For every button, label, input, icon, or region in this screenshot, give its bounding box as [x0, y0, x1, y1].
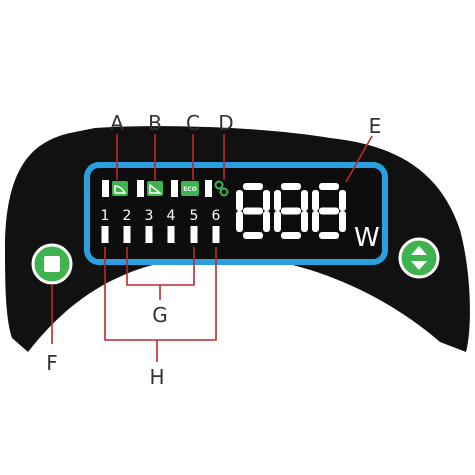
up-down-arrows-icon [411, 246, 427, 270]
eco-label: ECO [183, 186, 197, 193]
segment-g [319, 207, 339, 215]
segment-e [274, 211, 281, 232]
power-digits [236, 183, 346, 239]
stop-button[interactable] [31, 243, 73, 285]
channel-bar-5 [190, 226, 198, 243]
segment-b [339, 190, 346, 211]
segment-e [236, 211, 243, 232]
callout-h: H [149, 365, 164, 389]
segment-f [236, 190, 243, 211]
callout-e: E [369, 114, 382, 138]
segment-c [263, 211, 270, 232]
segment-a [243, 183, 263, 190]
channel-bar-3 [145, 226, 153, 243]
callout-d: D [218, 111, 233, 135]
seven-segment-digit [274, 183, 308, 239]
callout-g: G [152, 303, 168, 327]
channel-bar-6 [212, 226, 220, 243]
channel-number-6: 6 [212, 208, 221, 224]
segment-a [281, 183, 301, 190]
callout-a: A [110, 111, 124, 135]
seven-segment-digit [236, 183, 270, 239]
channel-bar-4 [167, 226, 175, 243]
callout-b: B [148, 111, 162, 135]
channel-number-5: 5 [190, 208, 199, 224]
segment-g [281, 207, 301, 215]
segment-f [274, 190, 281, 211]
seven-segment-digit [312, 183, 346, 239]
channel-number-3: 3 [145, 208, 154, 224]
segment-g [243, 207, 263, 215]
segment-b [301, 190, 308, 211]
callout-lines [51, 134, 373, 362]
segment-d [319, 232, 339, 239]
segment-d [243, 232, 263, 239]
eco-icon [181, 181, 199, 196]
segment-c [301, 211, 308, 232]
channel-bar-1 [101, 226, 109, 243]
mode-indicator-b [137, 180, 163, 197]
segment-e [312, 211, 319, 232]
segment-b [263, 190, 270, 211]
channel-number-4: 4 [167, 208, 176, 224]
callout-line-e [345, 135, 373, 183]
channel-bar-2 [123, 226, 131, 243]
segment-d [281, 232, 301, 239]
segment-f [312, 190, 319, 211]
stop-square-icon [44, 256, 60, 272]
channel-number-2: 2 [123, 208, 132, 224]
callout-f: F [46, 351, 58, 375]
mode-indicator-c: ECO [171, 180, 199, 197]
segment-a [319, 183, 339, 190]
segment-c [339, 211, 346, 232]
mode-indicator-a [102, 180, 128, 197]
mode-indicator-d [205, 180, 229, 197]
channel-number-1: 1 [101, 208, 110, 224]
up-down-button[interactable] [398, 237, 440, 279]
power-unit-label: W [354, 223, 380, 253]
callout-line-h [104, 247, 217, 341]
callout-c: C [186, 111, 200, 135]
gears-icon [214, 180, 229, 197]
